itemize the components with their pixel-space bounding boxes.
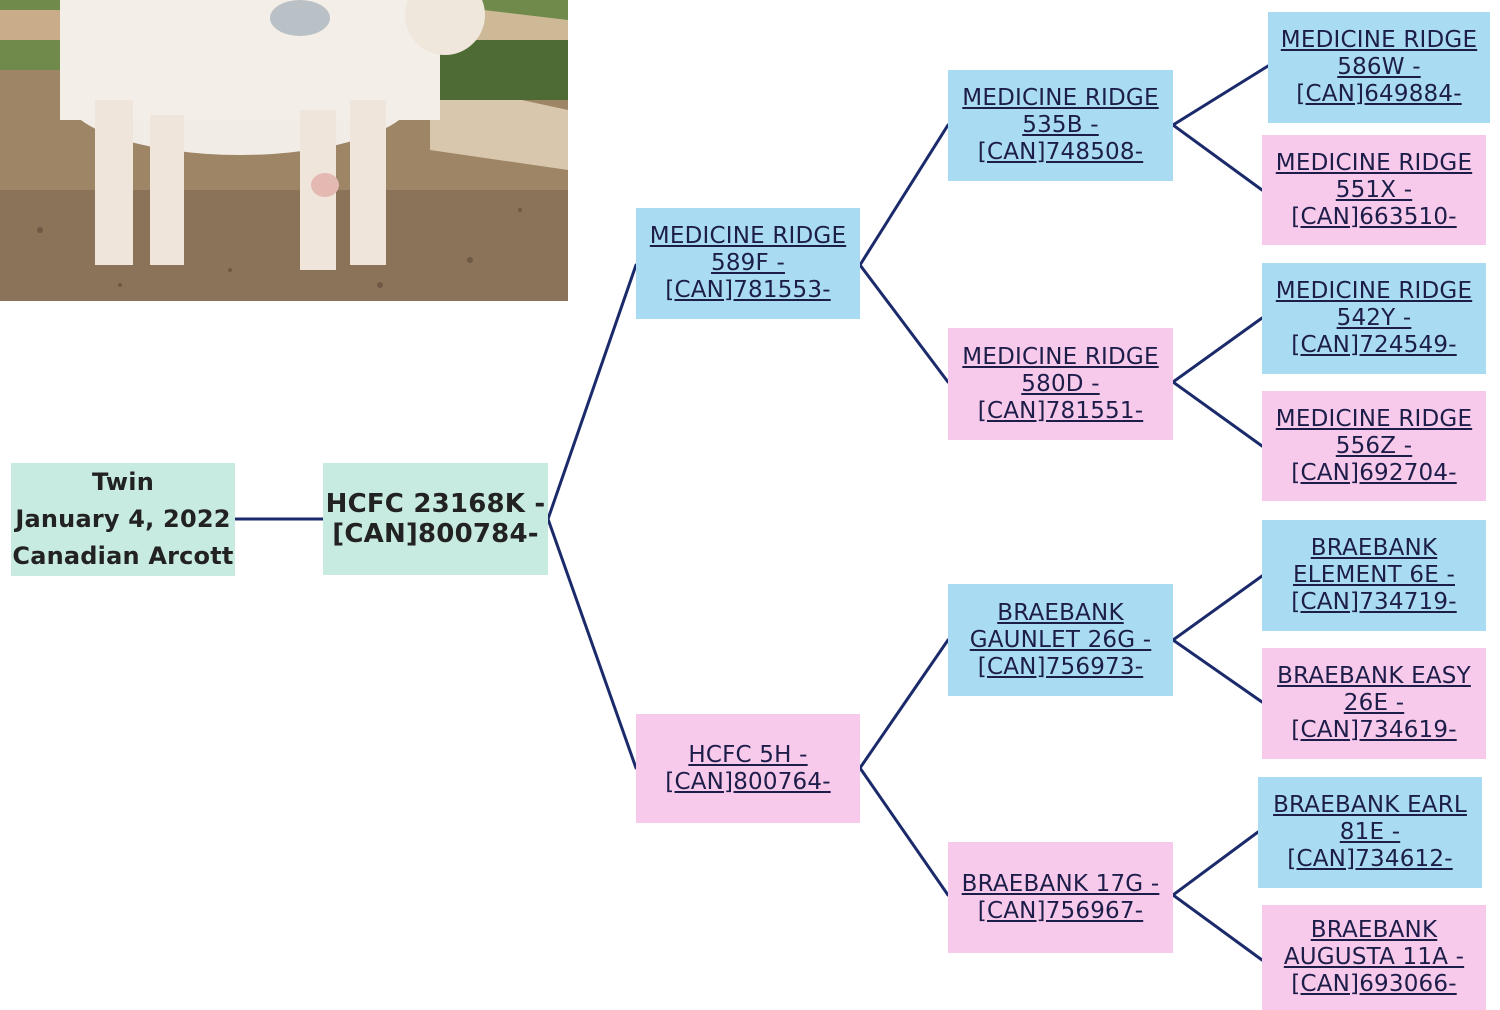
link-ds-to-great-grandparents bbox=[1170, 574, 1264, 704]
subject-info-box: Twin January 4, 2022 Canadian Arcott bbox=[11, 463, 235, 576]
dd-sire-registration-link[interactable]: [CAN]734612- bbox=[1287, 846, 1453, 872]
dam-dam-registration-link[interactable]: [CAN]756967- bbox=[977, 897, 1144, 924]
root-animal-name: HCFC 23168K - bbox=[325, 489, 546, 519]
link-ss-to-great-grandparents bbox=[1170, 64, 1270, 192]
dam-sire-tag-link[interactable]: GAUNLET 26G - bbox=[969, 626, 1152, 653]
sd-dam-registration-link[interactable]: [CAN]692704- bbox=[1291, 459, 1457, 486]
link-root-to-parents bbox=[546, 263, 638, 770]
sire-sire-box[interactable]: MEDICINE RIDGE 535B - [CAN]748508- bbox=[948, 70, 1173, 181]
ds-sire-name-link[interactable]: BRAEBANK bbox=[1310, 535, 1438, 561]
ds-sire-registration-link[interactable]: [CAN]734719- bbox=[1291, 589, 1457, 615]
ds-dam-name-link[interactable]: BRAEBANK EASY bbox=[1277, 663, 1471, 689]
subject-birth-date: January 4, 2022 bbox=[15, 505, 231, 533]
sheep-photo-illustration bbox=[0, 0, 568, 301]
sire-dam-name-link[interactable]: MEDICINE RIDGE bbox=[962, 343, 1159, 370]
sire-sire-tag-link[interactable]: 535B - bbox=[1022, 112, 1099, 138]
sd-dam-tag-link[interactable]: 556Z - bbox=[1335, 432, 1413, 459]
sd-sire-name-link[interactable]: MEDICINE RIDGE bbox=[1275, 278, 1473, 304]
sire-dam-tag-link[interactable]: 580D - bbox=[1021, 370, 1100, 397]
dd-dam-box[interactable]: BRAEBANK AUGUSTA 11A - [CAN]693066- bbox=[1262, 905, 1486, 1010]
dam-name-link[interactable]: HCFC 5H - bbox=[688, 741, 808, 768]
dd-sire-name-link[interactable]: BRAEBANK EARL bbox=[1273, 792, 1467, 818]
sd-sire-tag-link[interactable]: 542Y - bbox=[1336, 305, 1412, 331]
ss-sire-box[interactable]: MEDICINE RIDGE 586W - [CAN]649884- bbox=[1268, 12, 1490, 123]
dam-box[interactable]: HCFC 5H - [CAN]800764- bbox=[636, 714, 860, 823]
ds-sire-tag-link[interactable]: ELEMENT 6E - bbox=[1293, 562, 1455, 588]
dd-dam-name-link[interactable]: BRAEBANK bbox=[1310, 917, 1438, 943]
animal-photo bbox=[0, 0, 568, 301]
dd-sire-box[interactable]: BRAEBANK EARL 81E - [CAN]734612- bbox=[1258, 777, 1482, 888]
sire-dam-registration-link[interactable]: [CAN]781551- bbox=[977, 397, 1144, 424]
ds-dam-tag-link[interactable]: 26E - bbox=[1343, 690, 1405, 716]
ss-dam-registration-link[interactable]: [CAN]663510- bbox=[1291, 203, 1457, 230]
sire-sire-registration-link[interactable]: [CAN]748508- bbox=[977, 139, 1144, 165]
dam-dam-name-link[interactable]: BRAEBANK 17G - bbox=[961, 870, 1160, 897]
ss-dam-box[interactable]: MEDICINE RIDGE 551X - [CAN]663510- bbox=[1262, 135, 1486, 245]
sire-dam-box[interactable]: MEDICINE RIDGE 580D - [CAN]781551- bbox=[948, 328, 1173, 440]
sire-name-link[interactable]: MEDICINE RIDGE bbox=[649, 223, 847, 249]
sd-sire-box[interactable]: MEDICINE RIDGE 542Y - [CAN]724549- bbox=[1262, 263, 1486, 374]
dam-sire-name-link[interactable]: BRAEBANK bbox=[997, 599, 1124, 626]
subject-breed: Canadian Arcott bbox=[12, 542, 234, 570]
dd-dam-tag-link[interactable]: AUGUSTA 11A - bbox=[1283, 944, 1465, 970]
ss-sire-registration-link[interactable]: [CAN]649884- bbox=[1296, 81, 1462, 107]
sire-sire-name-link[interactable]: MEDICINE RIDGE bbox=[962, 85, 1159, 111]
sire-box[interactable]: MEDICINE RIDGE 589F - [CAN]781553- bbox=[636, 208, 860, 319]
ds-dam-box[interactable]: BRAEBANK EASY 26E - [CAN]734619- bbox=[1262, 648, 1486, 759]
link-sd-to-great-grandparents bbox=[1170, 316, 1264, 448]
link-dam-to-grandparents bbox=[858, 638, 950, 897]
ss-dam-name-link[interactable]: MEDICINE RIDGE bbox=[1275, 149, 1473, 176]
root-animal-box: HCFC 23168K - [CAN]800784- bbox=[323, 463, 548, 575]
sire-tag-link[interactable]: 589F - bbox=[711, 250, 785, 276]
ss-sire-name-link[interactable]: MEDICINE RIDGE bbox=[1280, 27, 1478, 53]
ss-dam-tag-link[interactable]: 551X - bbox=[1335, 176, 1413, 203]
dd-dam-registration-link[interactable]: [CAN]693066- bbox=[1291, 971, 1457, 997]
dam-sire-registration-link[interactable]: [CAN]756973- bbox=[977, 653, 1144, 680]
root-animal-registration: [CAN]800784- bbox=[332, 519, 539, 549]
dam-registration-link[interactable]: [CAN]800764- bbox=[665, 768, 831, 795]
ss-sire-tag-link[interactable]: 586W - bbox=[1337, 54, 1421, 80]
sire-registration-link[interactable]: [CAN]781553- bbox=[665, 277, 831, 303]
ds-sire-box[interactable]: BRAEBANK ELEMENT 6E - [CAN]734719- bbox=[1262, 520, 1486, 631]
dd-sire-tag-link[interactable]: 81E - bbox=[1339, 819, 1401, 845]
dam-dam-box[interactable]: BRAEBANK 17G - [CAN]756967- bbox=[948, 842, 1173, 953]
sd-dam-name-link[interactable]: MEDICINE RIDGE bbox=[1275, 405, 1473, 432]
sd-dam-box[interactable]: MEDICINE RIDGE 556Z - [CAN]692704- bbox=[1262, 391, 1486, 501]
sd-sire-registration-link[interactable]: [CAN]724549- bbox=[1291, 332, 1457, 358]
link-dd-to-great-grandparents bbox=[1170, 830, 1264, 962]
ds-dam-registration-link[interactable]: [CAN]734619- bbox=[1291, 717, 1457, 743]
dam-sire-box[interactable]: BRAEBANK GAUNLET 26G - [CAN]756973- bbox=[948, 584, 1173, 696]
link-sire-to-grandparents bbox=[858, 123, 950, 384]
subject-birth-type: Twin bbox=[91, 468, 155, 496]
